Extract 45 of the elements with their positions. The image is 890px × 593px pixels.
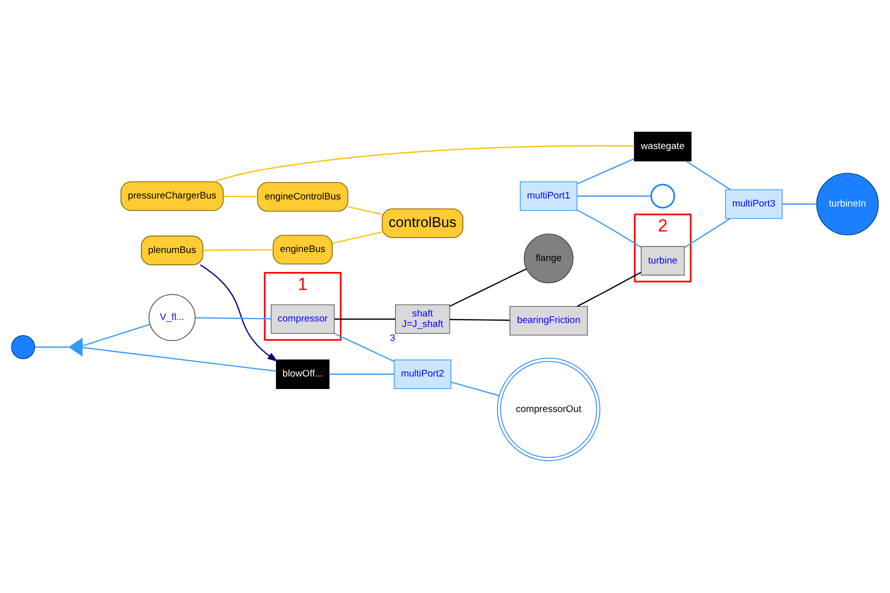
node-box: controlBus bbox=[382, 208, 464, 238]
node-circle: flange bbox=[524, 234, 574, 284]
connector bbox=[195, 317, 271, 320]
node-circle bbox=[11, 335, 36, 360]
node-box: plenumBus bbox=[140, 236, 204, 266]
connector bbox=[332, 232, 382, 244]
connector bbox=[450, 318, 510, 321]
node-circle bbox=[650, 184, 676, 208]
connector bbox=[782, 204, 817, 205]
node-box: shaft J=J_shaft bbox=[394, 304, 450, 334]
connector bbox=[684, 218, 731, 248]
connector bbox=[449, 268, 526, 307]
node-box: compressor bbox=[270, 304, 335, 334]
node-circle: turbineIn bbox=[816, 172, 879, 236]
node-box: engineControlBus bbox=[257, 182, 348, 212]
connector bbox=[82, 346, 276, 372]
node-box: turbine bbox=[640, 246, 685, 276]
node-box: blowOff... bbox=[276, 359, 330, 390]
connector bbox=[577, 196, 651, 197]
connector bbox=[577, 272, 642, 307]
connector bbox=[348, 206, 382, 216]
connector bbox=[686, 160, 731, 190]
node-box: multiPort1 bbox=[520, 181, 578, 211]
connector bbox=[450, 381, 500, 396]
connector bbox=[34, 346, 69, 348]
node-box: engineBus bbox=[272, 234, 333, 264]
connector bbox=[334, 318, 396, 320]
node-box: wastegate bbox=[634, 132, 692, 162]
node-circle: compressorOut bbox=[496, 358, 600, 462]
connector bbox=[576, 210, 642, 248]
arrow bbox=[200, 264, 278, 362]
connector bbox=[334, 333, 394, 362]
connector bbox=[224, 196, 258, 198]
node-triangle bbox=[68, 338, 83, 357]
connector bbox=[82, 324, 150, 346]
connector bbox=[577, 158, 634, 184]
node-box: bearingFriction bbox=[509, 306, 588, 336]
connector bbox=[329, 374, 394, 375]
node-box: pressureChargerBus bbox=[120, 181, 224, 211]
node-box: multiPort3 bbox=[725, 189, 783, 219]
connector bbox=[213, 145, 634, 182]
node-label: 3 bbox=[390, 333, 396, 344]
node-box: multiPort2 bbox=[394, 359, 452, 390]
connector bbox=[203, 249, 273, 251]
node-circle: V_fl... bbox=[148, 294, 196, 341]
